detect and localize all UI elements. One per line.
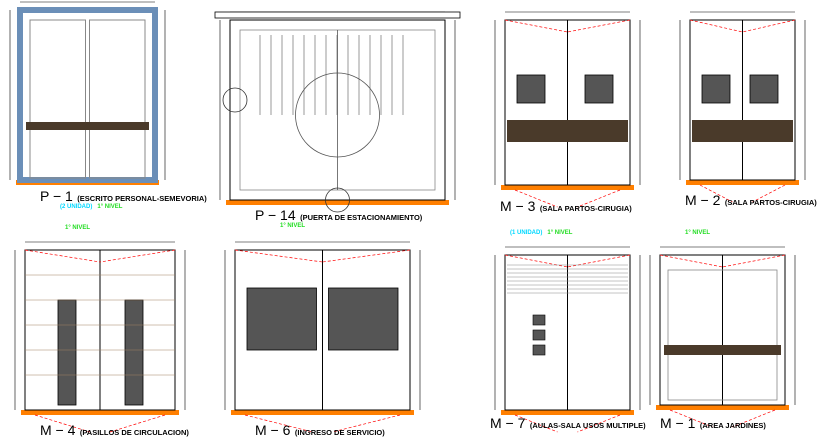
elevation-name: (SALA PARTOS-CIRUGIA) — [539, 204, 632, 213]
level-label: 1° NIVEL — [280, 223, 306, 229]
unit-count: (2 UNIDAD) — [60, 204, 93, 210]
elevation-title: M − 6 (INGRESO DE SERVICIO) — [255, 422, 385, 440]
vision-panel — [532, 314, 546, 326]
level-label: 1° NIVEL — [65, 225, 91, 231]
door-frame — [17, 7, 158, 183]
kick-band — [26, 122, 149, 130]
swing-line — [34, 414, 91, 433]
lintel — [214, 11, 461, 19]
swing-line — [742, 19, 796, 33]
vision-panel — [124, 299, 144, 406]
elevation-code: M − 6 — [255, 422, 291, 438]
elevation-code: M − 7 — [490, 415, 526, 431]
vision-panel — [749, 74, 779, 104]
elevation-name: (PUERTA DE ESTACIONAMIENTO) — [300, 213, 423, 222]
floor-slab — [226, 200, 449, 205]
floor-slab — [501, 410, 634, 415]
elevation-title: M − 4 (PASILLOS DE CIRCULACION) — [40, 422, 189, 440]
swing-line — [722, 254, 786, 268]
swing-line — [669, 409, 713, 428]
floor-slab — [501, 185, 634, 190]
vision-panel — [57, 299, 77, 406]
door-leaf — [89, 19, 146, 179]
unit-count: (1 UNIDAD) — [510, 230, 543, 236]
swing-line — [567, 254, 631, 268]
elevation-name: (ESCRITO PERSONAL-SEMEVORIA) — [77, 194, 207, 203]
kick-band — [692, 120, 793, 142]
vision-panel — [328, 287, 399, 351]
kick-band — [664, 345, 781, 355]
elevation-title: M − 1 (AREA JARDINES) — [660, 415, 766, 433]
level-label: 1° NIVEL — [685, 230, 711, 236]
elevation-code: P − 1 — [40, 188, 73, 204]
floor-slab — [656, 405, 789, 410]
elevation-code: P − 14 — [255, 207, 296, 223]
elevation-title: P − 1 (ESCRITO PERSONAL-SEMEVORIA) — [40, 188, 207, 206]
swing-line — [699, 184, 733, 203]
vision-panel — [584, 74, 614, 104]
swing-line — [332, 414, 401, 433]
elevation-code: M − 2 — [685, 192, 721, 208]
elevation-name: (AULAS-SALA USOS MULTIPLE) — [529, 421, 646, 430]
swing-line — [99, 249, 176, 263]
vision-panel — [532, 344, 546, 356]
swing-line — [24, 249, 101, 263]
elevation-note: 1° NIVEL — [275, 223, 305, 229]
elevation-code: M − 1 — [660, 415, 696, 431]
level-label: 1° NIVEL — [547, 230, 573, 236]
elevation-title: M − 7 (AULAS-SALA USOS MULTIPLE) — [490, 415, 646, 433]
swing-line — [732, 409, 776, 428]
swing-line — [689, 19, 743, 33]
detail-callout-circle — [325, 187, 350, 213]
kick-band — [507, 120, 628, 142]
level-label: 1° NIVEL — [97, 204, 123, 210]
elevation-note: 1° NIVEL — [680, 230, 710, 236]
elevation-title: M − 2 (SALA PARTOS-CIRUGIA) — [685, 192, 817, 210]
swing-line — [514, 189, 558, 208]
vision-panel — [516, 74, 546, 104]
swing-line — [514, 414, 558, 433]
swing-line — [504, 254, 568, 268]
elevation-code: M − 3 — [500, 198, 536, 214]
elevation-title: P − 14 (PUERTA DE ESTACIONAMIENTO) — [255, 207, 422, 225]
elevation-name: (SALA PARTOS-CIRUGIA) — [724, 198, 817, 207]
elevation-note: (2 UNIDAD) 1° NIVEL — [60, 204, 122, 210]
swing-line — [577, 414, 621, 433]
door-leaf — [667, 269, 778, 401]
detail-callout-circle — [222, 87, 248, 113]
swing-line — [659, 254, 723, 268]
swing-line — [504, 19, 568, 33]
swing-line — [109, 414, 166, 433]
elevation-title: M − 3 (SALA PARTOS-CIRUGIA) — [500, 198, 632, 216]
vision-panel — [701, 74, 731, 104]
floor-slab — [21, 410, 179, 415]
swing-line — [234, 249, 323, 263]
elevation-name: (AREA JARDINES) — [699, 421, 766, 430]
gate-frame — [229, 19, 446, 201]
swing-line — [322, 249, 411, 263]
swing-line — [752, 184, 786, 203]
swing-line — [567, 19, 631, 33]
swing-line — [244, 414, 313, 433]
door-leaf — [29, 19, 86, 179]
vision-panel — [532, 329, 546, 341]
elevation-name: (PASILLOS DE CIRCULACION) — [79, 428, 189, 437]
vision-panel — [246, 287, 317, 351]
elevation-note: 1° NIVEL — [60, 225, 90, 231]
floor-slab — [686, 180, 799, 185]
elevation-note: (1 UNIDAD) 1° NIVEL — [510, 230, 572, 236]
elevation-name: (INGRESO DE SERVICIO) — [294, 428, 385, 437]
floor-slab — [231, 410, 414, 415]
swing-line — [577, 189, 621, 208]
elevation-code: M − 4 — [40, 422, 76, 438]
